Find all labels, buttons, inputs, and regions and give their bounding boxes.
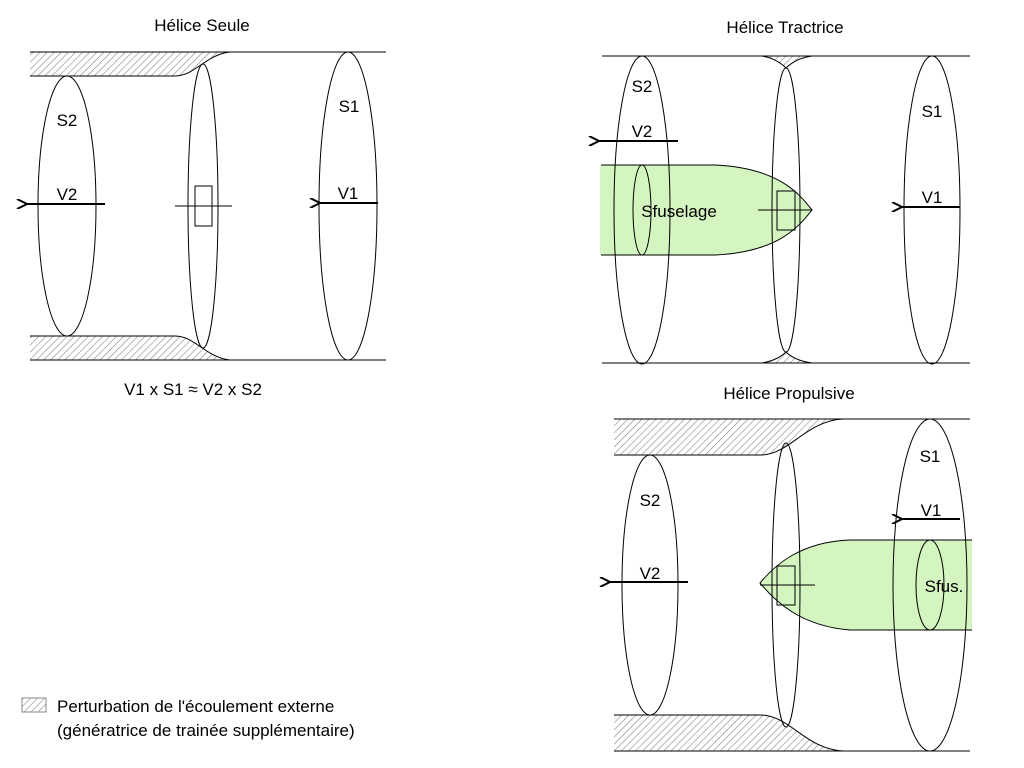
hatch-top (614, 419, 843, 455)
legend-line-2: (génératrice de trainée supplémentaire) (57, 721, 355, 740)
v1-label: V1 (338, 184, 359, 203)
s2-ellipse (613, 55, 671, 365)
s2-label: S2 (640, 491, 661, 510)
panel-helice-tractrice: Hélice Tractrice S2 V2 S1 V1 Sfuselage (599, 18, 970, 365)
hatch-bottom (30, 336, 230, 360)
s1-ellipse (903, 55, 961, 365)
hatch-top (30, 52, 230, 76)
v1-label: V1 (921, 501, 942, 520)
s2-ellipse (37, 75, 97, 337)
v1-label: V1 (922, 188, 943, 207)
panel-helice-seule: Hélice Seule S2 V2 S1 V1 V1 x S1 ≈ V2 x … (27, 16, 386, 399)
fuselage (759, 539, 972, 631)
s1-ellipse (892, 418, 968, 752)
s2-label: S2 (632, 77, 653, 96)
streamtube-bottom (30, 335, 386, 361)
s2-ellipse (621, 454, 679, 716)
streamtube-top (30, 51, 386, 77)
fuselage-label: Sfuselage (641, 202, 717, 221)
fuselage-label: Sfus. (925, 577, 964, 596)
s1-label: S1 (922, 102, 943, 121)
panel-title: Hélice Tractrice (726, 18, 843, 37)
s1-label: S1 (920, 447, 941, 466)
panel-helice-propulsive: Hélice Propulsive S2 V2 S1 V1 Sfus. (610, 384, 972, 752)
hatch-bottom (614, 715, 843, 751)
streamtube-top (614, 418, 970, 456)
fuselage-section-ellipse (632, 164, 652, 256)
v2-label: V2 (57, 185, 78, 204)
v2-label: V2 (640, 564, 661, 583)
s2-label: S2 (57, 111, 78, 130)
fuselage-section-ellipse (915, 539, 945, 631)
equation: V1 x S1 ≈ V2 x S2 (124, 380, 262, 399)
streamtube-bottom (614, 714, 970, 752)
panel-title: Hélice Seule (154, 16, 249, 35)
v2-label: V2 (632, 122, 653, 141)
legend-line-1: Perturbation de l'écoulement externe (57, 697, 334, 716)
panel-title: Hélice Propulsive (723, 384, 854, 403)
legend: Perturbation de l'écoulement externe (gé… (21, 697, 355, 740)
s1-label: S1 (339, 97, 360, 116)
hatch-swatch (21, 697, 47, 713)
